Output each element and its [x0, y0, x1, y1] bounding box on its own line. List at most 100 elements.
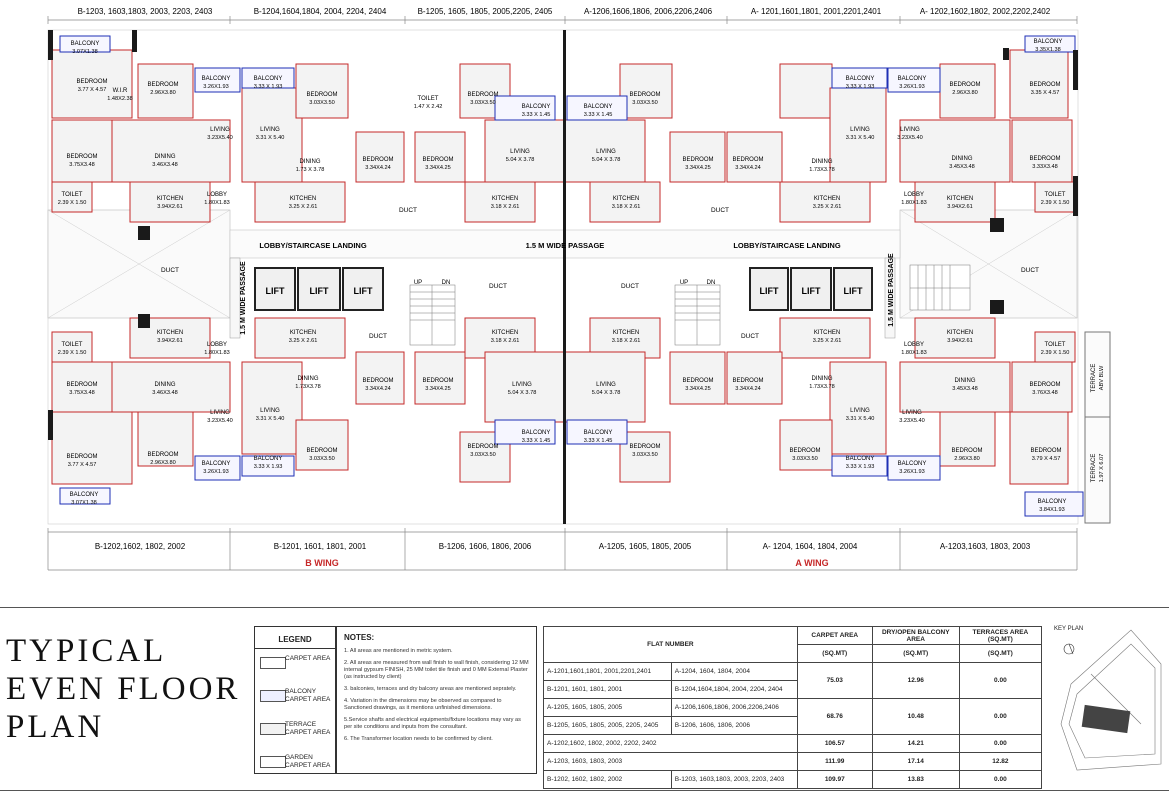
room-dimension: 3.34X4.24 [735, 386, 761, 392]
lift-label: LIFT [354, 286, 373, 296]
room-name: KITCHEN [492, 196, 518, 202]
lift-label: LIFT [844, 286, 863, 296]
room-name: BEDROOM [629, 92, 660, 98]
room-dimension: 1.73 X 3.78 [296, 167, 325, 173]
title-line: EVEN FLOOR [6, 671, 241, 707]
room-name: BALCONY [71, 41, 100, 47]
room-dimension: 3.18 X 2.61 [612, 338, 641, 344]
legend-item: BALCONY CARPET AREA [255, 682, 335, 715]
room-name: DINING [155, 382, 176, 388]
top-unit-label: B-1203, 1603,1803, 2003, 2203, 2403 [78, 7, 213, 16]
room-label: W.I.R1.48X2.38 [107, 88, 133, 102]
room-dimension: 3.26X1.93 [899, 469, 925, 475]
room-name: KITCHEN [157, 330, 183, 336]
room-dimension: 3.33X3.48 [1032, 164, 1058, 170]
duct-label: DUCT [1021, 267, 1039, 274]
stair-down-label: DN [707, 280, 716, 286]
lobby-landing-label: LOBBY/STAIRCASE LANDING [733, 241, 841, 250]
legend-swatch [260, 657, 286, 669]
stair-up-label: UP [414, 280, 422, 286]
room-name: KITCHEN [613, 196, 639, 202]
room-dimension: 3.35X1.38 [1035, 47, 1061, 53]
room-dimension: 1.97 X 6.07 [1099, 454, 1105, 483]
room-dimension: 3.77 X 4.57 [68, 462, 97, 468]
legend-item: GARDEN CARPET AREA [255, 748, 335, 781]
room-dimension: 3.31 X 5.40 [846, 416, 875, 422]
passage-label: 1.5 M WIDE PASSAGE [888, 253, 895, 327]
key-plan: KEY PLAN [1051, 624, 1163, 776]
room-name: DINING [955, 378, 976, 384]
room-dimension: 3.34X4.25 [685, 165, 711, 171]
room-dimension: 3.34X4.24 [735, 165, 761, 171]
room-dimension: 3.77 X 4.57 [78, 87, 107, 93]
table-cell: B-1205, 1605, 1805, 2005, 2205, 2405 [543, 716, 672, 735]
room-name: BALCONY [846, 76, 875, 82]
table-row: A-1203, 1603, 1803, 2003 111.99 17.14 12… [543, 752, 1043, 771]
room-name: BEDROOM [147, 82, 178, 88]
table-header: CARPET AREA [796, 626, 873, 645]
room-name: DINING [155, 154, 176, 160]
notes-panel: NOTES: 1. All areas are mentioned in met… [336, 626, 537, 774]
room-dimension: 3.33 X 1.93 [846, 84, 875, 90]
room-name: BEDROOM [306, 92, 337, 98]
table-row: A-1205, 1605, 1805, 2005 A-1206,1606,180… [543, 698, 1043, 735]
structural-walls [48, 30, 1078, 524]
room-name: DINING [812, 376, 833, 382]
room-dimension: 1.80X1.83 [901, 200, 927, 206]
room-name: BEDROOM [682, 378, 713, 384]
flat-area-table: FLAT NUMBER CARPET AREA DRY/OPEN BALCONY… [543, 626, 1043, 789]
room-dimension: 3.33 X 1.93 [846, 464, 875, 470]
duct-label: DUCT [369, 333, 387, 340]
room-label: BALCONY 3.35X1.38 [1034, 39, 1063, 53]
room-dimension: 3.03X3.50 [309, 100, 335, 106]
room-name: LIVING [210, 127, 230, 133]
room-dimension: 3.76X3.48 [1032, 390, 1058, 396]
room-dimension: 3.23X5.40 [897, 135, 923, 141]
room-name: BEDROOM [422, 157, 453, 163]
room-name: DINING [300, 159, 321, 165]
room-dimension: 3.23X5.40 [207, 418, 233, 424]
top-unit-label: B-1204,1604,1804, 2004, 2204, 2404 [254, 7, 387, 16]
legend-label: TERRACE CARPET AREA [285, 721, 331, 736]
carpet-area-cell: 75.03 [796, 662, 873, 699]
room-name: BALCONY [1034, 39, 1063, 45]
table-cell: B-1202, 1602, 1802, 2002 [543, 770, 672, 789]
divider-top [0, 607, 1169, 608]
top-unit-label: A- 1202,1602,1802, 2002,2202,2402 [920, 7, 1051, 16]
room-dimension: 3.25 X 2.61 [813, 338, 842, 344]
balcony-area-outlines [59, 35, 1111, 524]
divider-bottom [0, 790, 1169, 791]
table-row: A-1202,1602, 1802, 2002, 2202, 2402 106.… [543, 734, 1043, 753]
table-row: B-1202, 1602, 1802, 2002 B-1203, 1603,18… [543, 770, 1043, 789]
balcony-area-cell: 14.21 [871, 734, 960, 753]
room-dimension: 1.80X1.83 [901, 350, 927, 356]
room-dimension: ABV BLW [1099, 365, 1105, 390]
key-plan-map [1060, 629, 1162, 771]
room-name: KITCHEN [947, 196, 973, 202]
room-name: BEDROOM [629, 444, 660, 450]
room-dimension: 3.94X2.61 [947, 204, 973, 210]
room-name: TERRACE [1091, 454, 1097, 483]
room-dimension: 1.73X3.78 [295, 384, 321, 390]
room-dimension: 3.31 X 5.40 [256, 135, 285, 141]
room-dimension: 3.26X1.93 [203, 84, 229, 90]
notes-heading: NOTES: [344, 633, 375, 642]
